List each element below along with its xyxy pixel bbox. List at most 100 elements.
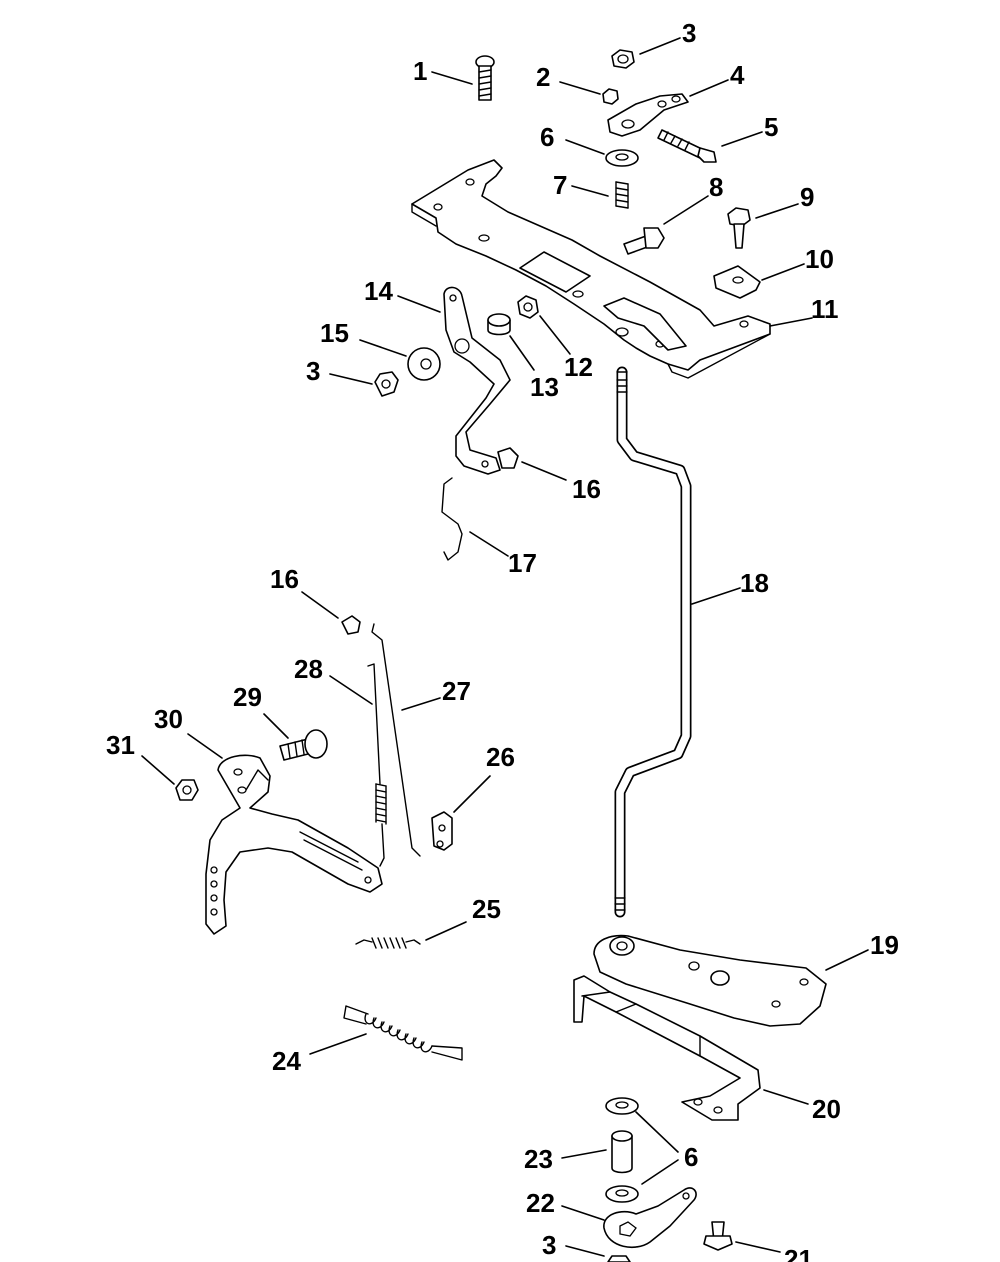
callout-12: 12 [564,352,593,382]
callout-6-lower: 6 [684,1142,698,1172]
callout-17: 17 [508,548,537,578]
leader-31 [141,755,175,785]
part-18-control-rod [614,366,692,918]
callout-8: 8 [709,172,723,202]
leader-14 [397,295,441,313]
callout-22: 22 [526,1188,555,1218]
part-16-bushing-upper [497,447,519,469]
part-7-spring [615,181,629,209]
part-20-lower-bracket [573,975,761,1121]
callout-4: 4 [730,60,745,90]
part-10-clip [713,265,761,299]
part-23-spacer [611,1130,633,1174]
part-17-wire-link [441,477,463,561]
part-22-arm [603,1187,697,1249]
leader-12 [539,315,571,355]
callout-1: 1 [413,56,427,86]
leader-11 [769,317,813,327]
part-27-link-rod [371,623,421,857]
part-11-main-bracket [411,159,771,379]
part-30-speed-lever [205,754,383,935]
leader-19 [825,949,869,971]
leader-2 [559,81,601,95]
callout-16-lower: 16 [270,564,299,594]
callout-7: 7 [553,170,567,200]
part-12-bushing [517,295,539,319]
part-29-carriage-bolt [279,729,328,761]
callout-11: 11 [811,294,839,324]
callout-6: 6 [540,122,554,152]
callout-27: 27 [442,676,471,706]
leader-29 [263,713,289,739]
callout-30: 30 [154,704,183,734]
leader-16a [521,461,567,481]
leader-21 [735,1241,781,1253]
leader-30 [187,733,223,759]
leader-6b-upper [635,1111,679,1153]
callout-28: 28 [294,654,323,684]
part-5-bolt [657,129,717,163]
part-4-link-bracket [607,93,689,137]
callout-29: 29 [233,682,262,712]
callout-18: 18 [740,568,769,598]
callout-24: 24 [272,1046,301,1076]
leader-5 [721,131,763,147]
callout-25: 25 [472,894,501,924]
leader-27 [401,697,441,711]
part-31-nut [175,779,199,801]
leader-4 [689,79,729,97]
leader-20 [763,1089,809,1105]
leader-3c [565,1245,605,1257]
leader-6a [565,139,605,155]
leader-16b [301,591,339,619]
part-28-spring-rod [367,663,387,867]
callout-10: 10 [805,244,834,274]
leader-18 [691,587,741,605]
leader-26 [453,775,491,813]
part-16-bushing-lower [341,615,361,635]
callout-3-middle: 3 [306,356,320,386]
part-24-large-spring [343,1005,463,1061]
part-2-small-nut [602,88,619,105]
leader-10 [761,263,805,281]
leader-28 [329,675,373,705]
callout-15: 15 [320,318,349,348]
leader-13 [509,335,535,371]
callout-9: 9 [800,182,814,212]
part-14-lever-arm [443,286,511,475]
callout-labels: 1 2 3 4 5 6 7 8 9 10 11 12 13 14 15 3 16… [106,18,899,1262]
leader-8 [663,195,709,225]
callout-13: 13 [530,372,559,402]
leader-1 [431,71,473,85]
callout-3-bottom: 3 [542,1230,556,1260]
callout-31: 31 [106,730,135,760]
part-26-clip [431,811,453,851]
callout-5: 5 [764,112,778,142]
callout-14: 14 [364,276,393,306]
callout-23: 23 [524,1144,553,1174]
leader-3a [639,37,681,55]
leader-25 [425,921,467,941]
leader-15 [359,339,407,357]
part-19-pivot-plate [593,934,827,1027]
part-3-nut-bottom [607,1255,631,1262]
leader-23 [561,1149,607,1159]
part-3-nut-top [611,49,635,69]
callout-21: 21 [784,1244,813,1262]
leader-22 [561,1205,605,1221]
part-21-bolt [703,1221,733,1251]
callout-3: 3 [682,18,696,48]
callout-20: 20 [812,1094,841,1124]
leader-6b-lower [641,1159,679,1185]
part-3-nut-middle [374,371,399,397]
leader-7 [571,185,609,197]
part-8-shoulder-bolt [623,227,665,255]
callout-26: 26 [486,742,515,772]
part-13-spacer [487,313,511,336]
part-6-washer-top [605,149,639,167]
part-6-washer-bottom-lower [605,1185,639,1203]
leader-17 [469,531,509,557]
leader-lines [141,37,869,1257]
callout-2: 2 [536,62,550,92]
